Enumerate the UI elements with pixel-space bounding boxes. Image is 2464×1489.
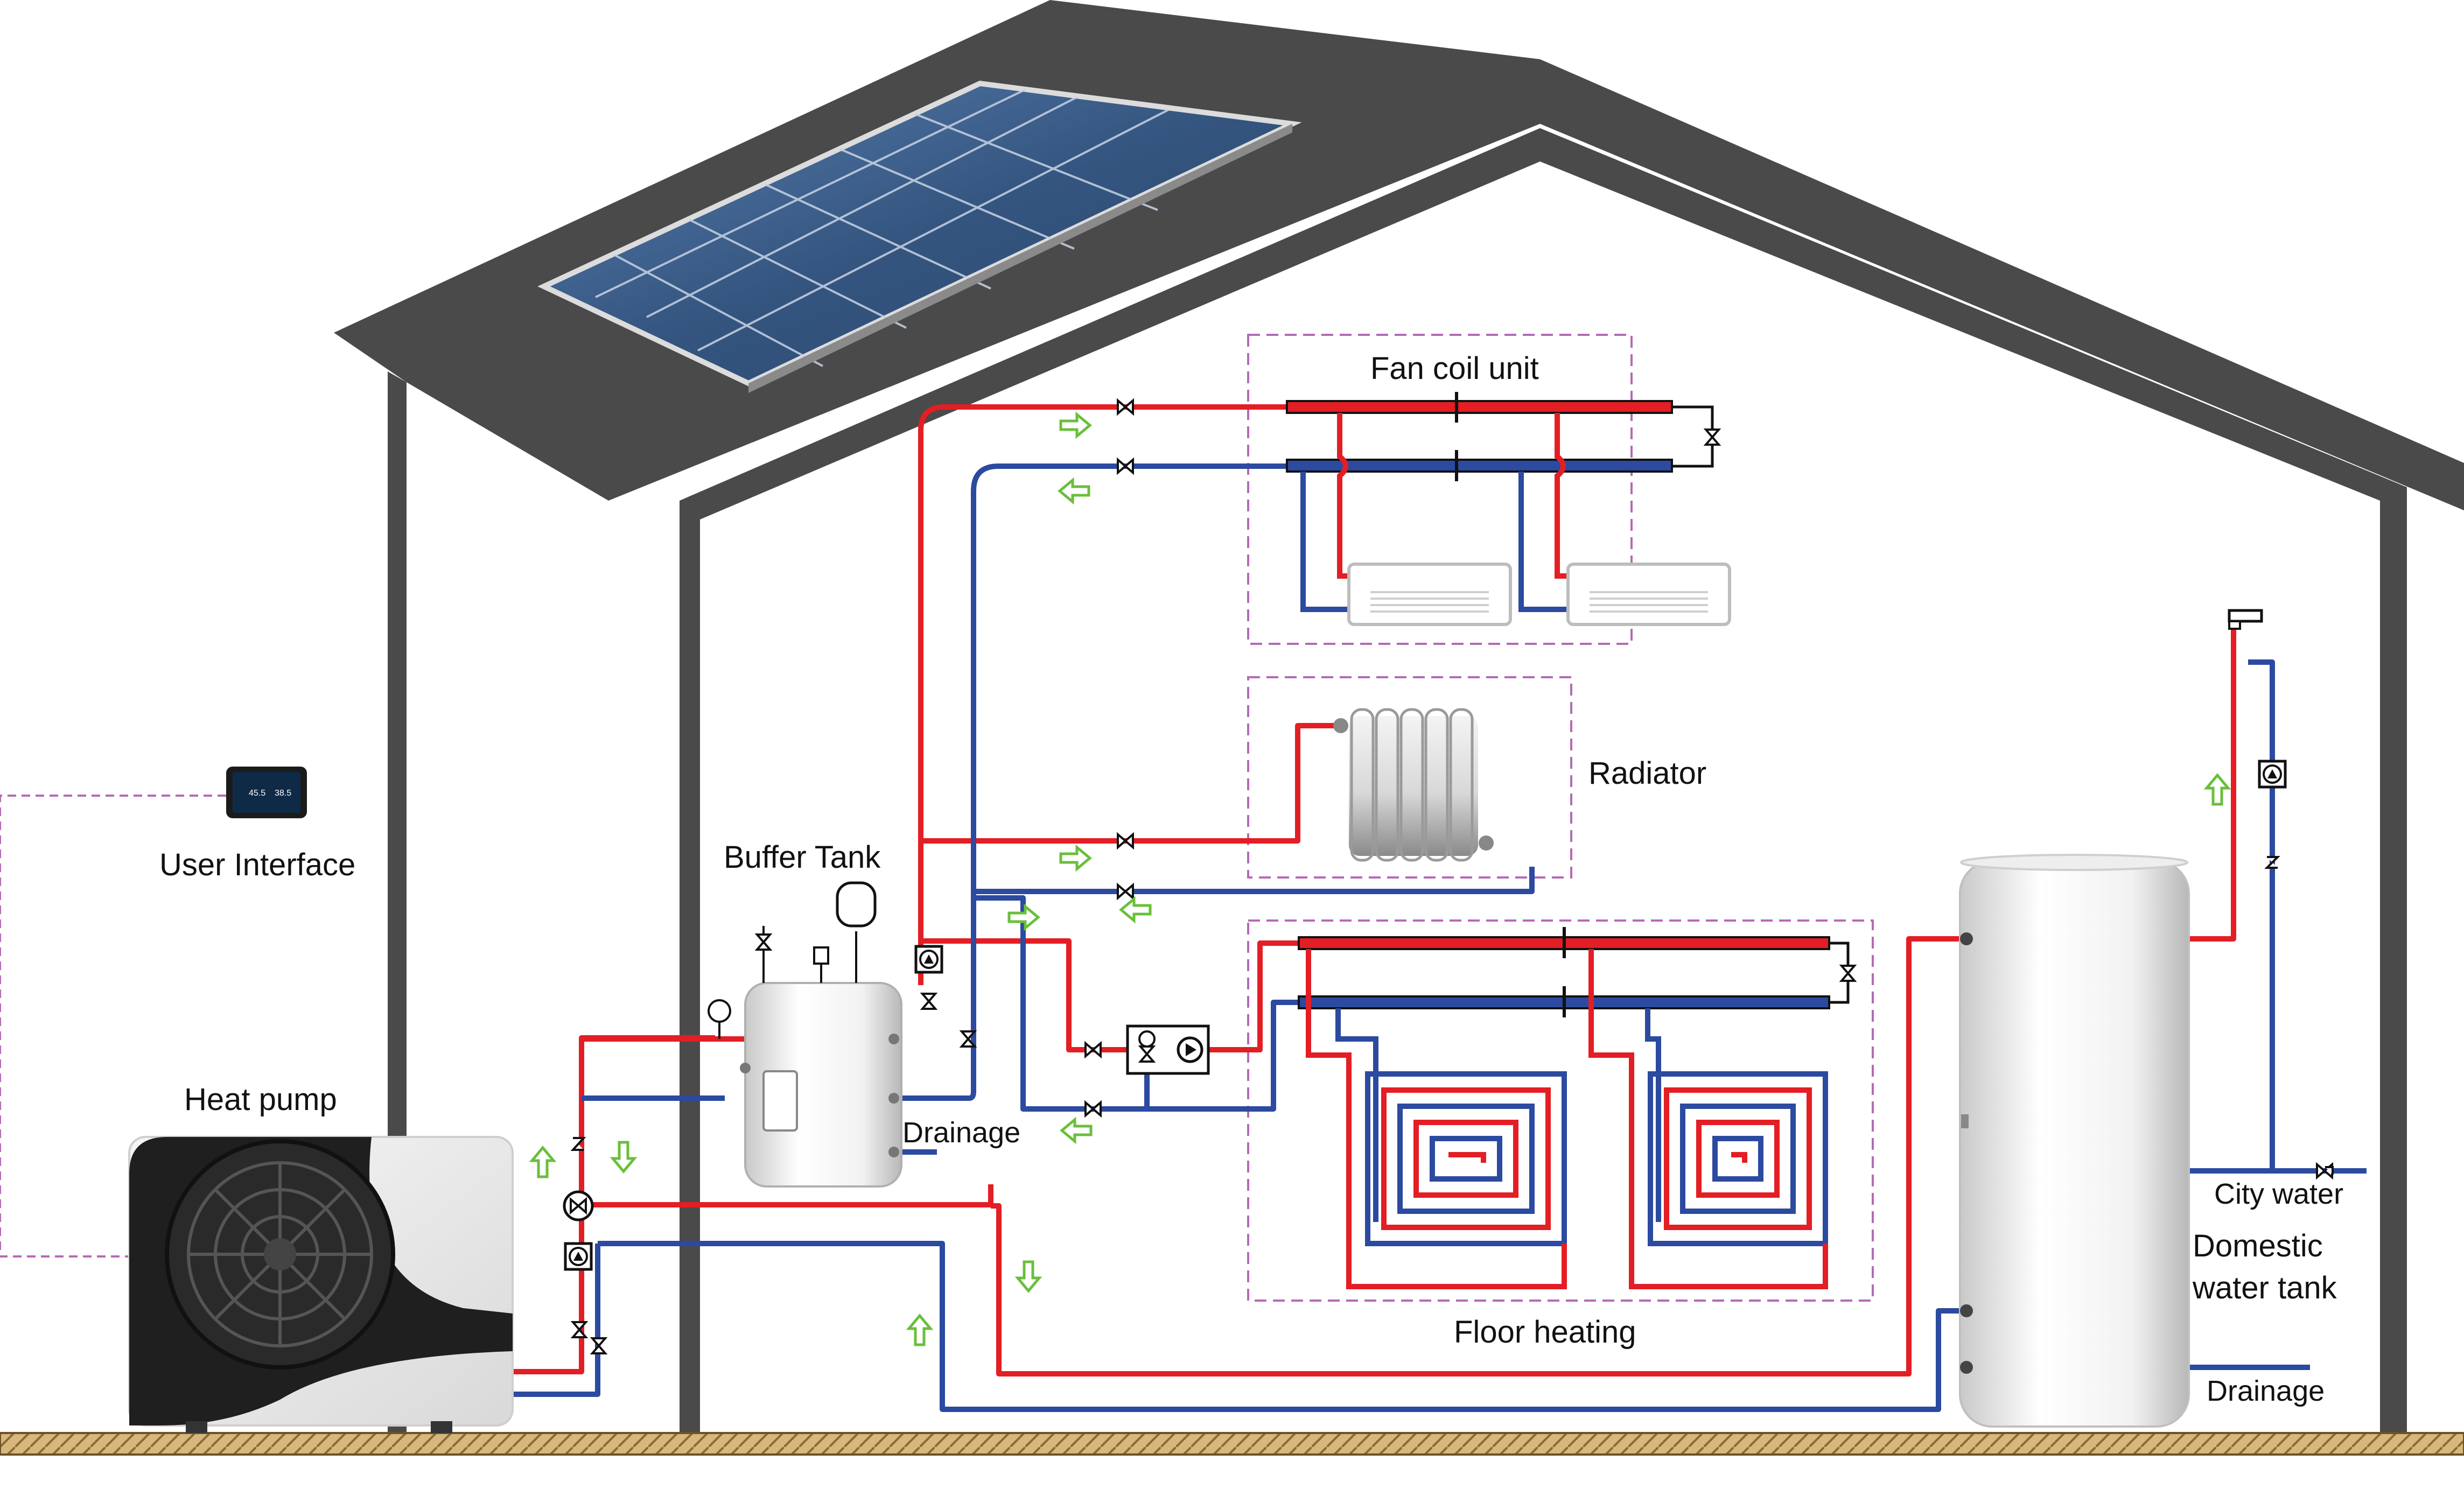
tank-drainage-label: Drainage <box>2207 1375 2325 1407</box>
radiator-label: Radiator <box>1588 756 1706 791</box>
domestic-water-tank-label-line1: Domestic <box>2193 1228 2323 1263</box>
radiator-zone <box>1247 676 1572 879</box>
controller-right-value: 38.5 <box>275 789 291 798</box>
solar-panel <box>537 80 1302 393</box>
fan-coil-headers <box>1286 392 1720 612</box>
city-water-label: City water <box>2214 1178 2343 1210</box>
user-interface-device: 45.5 38.5 <box>226 767 307 818</box>
ui-signal-line <box>0 795 226 1258</box>
buffer-tank-label: Buffer Tank <box>724 840 881 875</box>
faucet <box>2228 609 2263 630</box>
domestic-water-tank <box>1959 854 2190 1428</box>
floor-heating-label: Floor heating <box>1454 1315 1636 1350</box>
ground <box>0 1432 2464 1456</box>
heat-pump <box>128 1136 514 1433</box>
three-way-valve <box>563 1190 594 1221</box>
floor-heating-loop-2 <box>1588 949 1828 1289</box>
radiator <box>1333 708 1494 862</box>
fan-coil-unit-1 <box>1347 563 1512 626</box>
heat-pump-circulation-pump <box>565 1244 591 1269</box>
check-valves <box>570 856 2334 1175</box>
user-interface-label: User Interface <box>159 847 355 882</box>
roof-slab <box>334 0 2464 510</box>
fan-coil-unit-label: Fan coil unit <box>1370 351 1539 386</box>
floor-heating-loop-1 <box>1306 949 1567 1289</box>
heat-pump-label: Heat pump <box>184 1082 337 1117</box>
controller-left-value: 45.5 <box>249 789 265 798</box>
fan-coil-unit-2 <box>1566 563 1731 626</box>
mixing-station <box>1126 1024 1210 1075</box>
buffer-tank <box>708 881 902 1188</box>
recirculation-pump <box>2259 761 2285 787</box>
floor-heating-headers <box>1298 927 1856 1017</box>
buffer-pump <box>916 946 942 972</box>
buffer-drainage-label: Drainage <box>902 1116 1020 1149</box>
domestic-water-tank-label-line2: water tank <box>2192 1270 2337 1305</box>
fan-coil-zone <box>1247 334 1633 645</box>
